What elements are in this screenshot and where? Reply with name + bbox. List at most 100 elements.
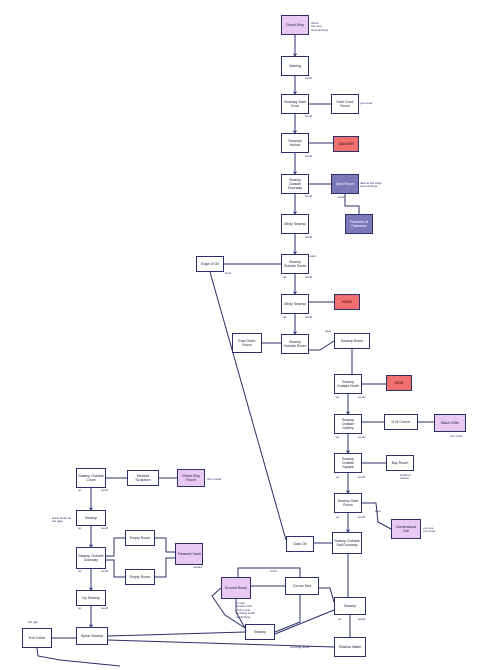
dir-label: up (336, 515, 340, 519)
label-black-cliffs-note: you enter (450, 434, 463, 438)
node-black-cliffs[interactable]: Black Cliffs (434, 414, 466, 432)
dir-label: south (305, 315, 313, 319)
node-mob[interactable]: MOB (386, 375, 412, 391)
node-swamp-outside-doorway-west[interactable]: Swamp Outside Doorway (76, 547, 106, 569)
node-swamp-outside-sail-doorway[interactable]: Swamp Outside Sail Doorway (332, 532, 362, 554)
label-gardenwood-note: you see you enter (423, 526, 436, 534)
dir-label: south (358, 395, 366, 399)
node-danger[interactable]: DANGER (333, 136, 359, 152)
node-swamp-outside-doorway[interactable]: Swamp Outside Doorway (281, 174, 309, 194)
dir-label: south (358, 475, 366, 479)
label-bay-room-note: winds to rescue (400, 473, 412, 481)
edge-connector (106, 537, 125, 557)
node-swamp-west[interactable]: Swamp (76, 510, 106, 526)
node-waking[interactable]: Waking (281, 56, 309, 76)
node-nw-corner[interactable]: N W Corner (384, 414, 418, 430)
node-swamp-se[interactable]: Swamp (334, 597, 366, 615)
dir-label: up (283, 315, 287, 319)
dir-label: south (101, 606, 109, 610)
node-edge-of-oil[interactable]: Edge of Oil (196, 256, 224, 272)
label-swamp-west-note: leave Ruins at the gate (52, 516, 72, 524)
edge-connector (155, 537, 175, 553)
node-swamp-home[interactable]: Swamp Home (334, 333, 370, 349)
dir-label: up (78, 569, 82, 573)
edge-connector (309, 340, 335, 351)
edge-connector (344, 194, 360, 214)
dir-label: east (375, 509, 381, 513)
node-dark-room[interactable]: Dark Room (331, 174, 359, 194)
node-swamp-outside-circle[interactable]: Swamp Outside Circle (76, 468, 106, 488)
dir-label: south (305, 154, 313, 158)
label-ghost-ship-room-note: ship inside (207, 477, 222, 481)
dir-label: west (225, 271, 232, 275)
node-treasure-vault[interactable]: Treasure Vault (175, 543, 203, 565)
node-corner-sea[interactable]: Corner Sea (285, 577, 319, 595)
node-bay-room[interactable]: Bay Room (386, 455, 414, 471)
dir-label: south (305, 76, 313, 80)
node-swamp-outside-gallery[interactable]: Swamp Outside Gallery (334, 414, 362, 434)
dir-label: south (305, 194, 313, 198)
node-exit-cellar[interactable]: Exit Cellar (22, 628, 52, 648)
label-ghost-ship-note: thrust can see surroundings (311, 21, 329, 32)
node-misty-swamp-1[interactable]: Misty Swamp (281, 214, 309, 234)
node-ground-room[interactable]: Ground Room (221, 577, 251, 599)
node-icy-swamp[interactable]: Icy Swamp (76, 590, 106, 606)
node-swamp-outside-room[interactable]: Swamp Outside Room (281, 334, 309, 354)
dir-label: south (305, 235, 313, 239)
node-medical-sculpture[interactable]: Medical Sculpture (127, 470, 159, 486)
node-hand[interactable]: HAND (334, 294, 360, 310)
node-swamp-gate-room[interactable]: Swamp Gate Room (334, 493, 362, 513)
edge-connector (36, 647, 121, 667)
edge-connector (237, 567, 301, 577)
label-treasure-note: reward (193, 565, 203, 569)
label-dark-room-note: dark at the edge surroundings (360, 181, 382, 189)
edge-connector (155, 557, 175, 578)
node-swamp-outside-south[interactable]: Swamp Outside South (281, 254, 309, 274)
label-dark-cove-note: you enter (360, 101, 373, 105)
node-ghost-ship[interactable]: Ghost Ship (281, 15, 309, 35)
node-ghost-ship-room[interactable]: Ghost Ship Room (177, 469, 205, 487)
dir-label: up (336, 395, 340, 399)
node-east-outer-room[interactable]: East Outer Room (232, 333, 262, 353)
edge-connector (319, 587, 335, 603)
label-swamp-south-note: crossing south (290, 645, 310, 649)
node-pedestal-darkness[interactable]: Pedestal of Darkness (345, 214, 373, 234)
node-gardenwood-cell[interactable]: Gardenwood Cell (391, 519, 421, 539)
dir-label: east (310, 254, 316, 258)
dir-label: south (101, 526, 109, 530)
dir-label: south (358, 515, 366, 519)
dir-label: down (338, 195, 346, 199)
dir-label: up (78, 526, 82, 530)
dir-label: south (358, 617, 366, 621)
edge-connector (107, 631, 246, 637)
node-shallow-water[interactable]: Shallow Water (334, 637, 366, 657)
node-swamp-outside-north[interactable]: Swamp Outside North (334, 374, 362, 394)
node-empty-room-1[interactable]: Empty Room (125, 530, 155, 546)
label-ground-note: to east climbs north shift in pile climb… (236, 601, 256, 619)
edge-connector (107, 639, 335, 648)
label-exit-note: left gap (28, 620, 38, 624)
dir-label: north (270, 569, 277, 573)
node-dark-cove-room[interactable]: Dark Cove Room (331, 94, 359, 114)
dir-label: up (78, 488, 82, 492)
dir-label: up (336, 435, 340, 439)
node-swampy-hollow[interactable]: Swampy Hollow (281, 133, 309, 153)
dir-label: south (305, 275, 313, 279)
edge-connector (274, 609, 335, 635)
edge-connector (274, 595, 301, 633)
edge-connector (106, 559, 125, 578)
dir-label: up (78, 606, 82, 610)
dir-label: south (358, 435, 366, 439)
node-misty-swamp-2[interactable]: Misty Swamp (281, 294, 309, 314)
edge-connector (235, 599, 246, 629)
node-empty-room-2[interactable]: Empty Room (125, 569, 155, 585)
node-spiral-swamp[interactable]: Spiral Swamp (76, 627, 108, 645)
node-dark-oil[interactable]: Dark Oil (286, 536, 314, 552)
node-swamp-outside-square[interactable]: Swamp Outside Square (334, 453, 362, 473)
node-swampy-dark-cove[interactable]: Swampy Dark Cove (281, 94, 309, 114)
dir-label: up (336, 475, 340, 479)
node-swamp-south[interactable]: Swamp (245, 624, 275, 640)
dir-label: south (101, 488, 109, 492)
